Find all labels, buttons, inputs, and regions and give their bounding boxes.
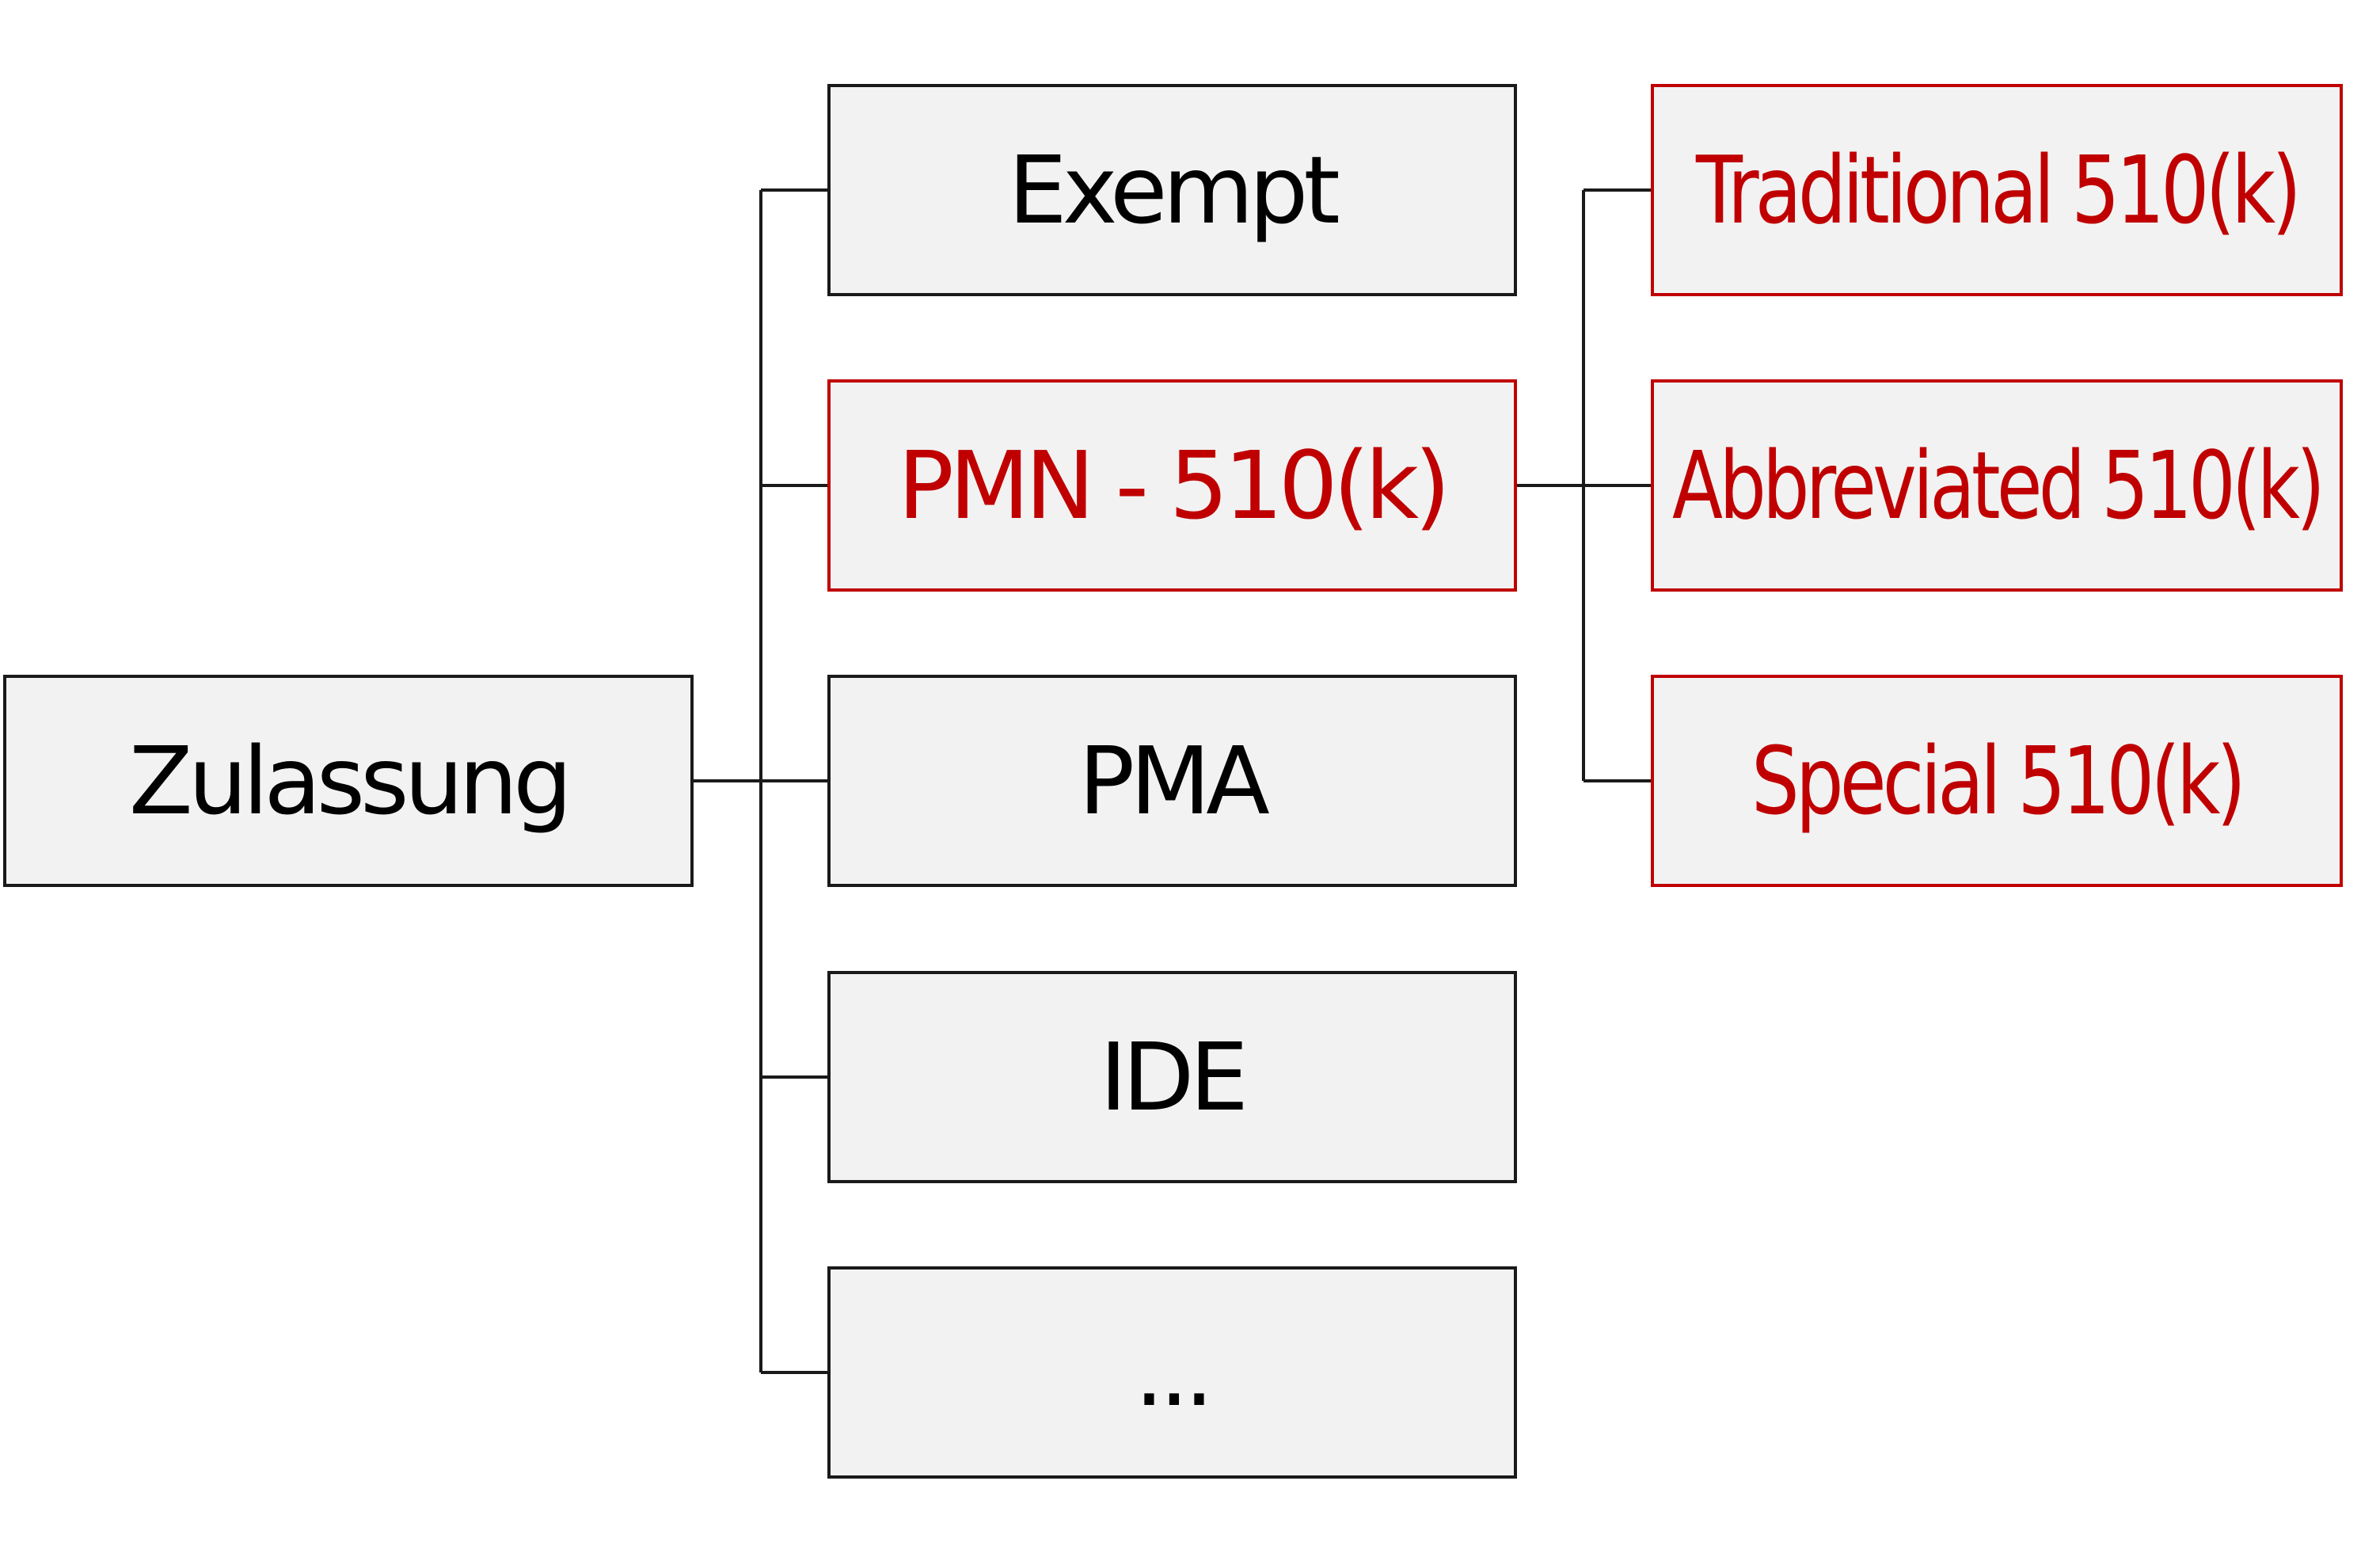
- level2-node-label: Special 510(k): [1751, 726, 2242, 836]
- level1-node-label: Exempt: [1008, 135, 1338, 245]
- level1-node-pma: PMA: [827, 675, 1517, 887]
- level1-node-label: ...: [1135, 1318, 1210, 1427]
- root-node-label: Zulassung: [129, 726, 568, 836]
- level2-node-label: Abbreviated 510(k): [1672, 431, 2321, 540]
- level1-node-more: ...: [827, 1266, 1517, 1479]
- level1-node-label: PMN - 510(k): [898, 431, 1446, 540]
- level2-node-abbreviated: Abbreviated 510(k): [1651, 379, 2343, 592]
- root-connectors: [692, 188, 829, 1374]
- level1-node-label: IDE: [1100, 1022, 1244, 1132]
- level1-node-box: [827, 84, 1517, 296]
- level1-node-box: [827, 1266, 1517, 1479]
- root-node-box: [3, 675, 694, 887]
- level1-node-box: [827, 379, 1517, 592]
- level1-node-box: [827, 675, 1517, 887]
- level1-node-pmn: PMN - 510(k): [827, 379, 1517, 592]
- pmn-connectors: [1515, 188, 1652, 782]
- level2-node-label: Traditional 510(k): [1695, 135, 2298, 245]
- level2-node-special: Special 510(k): [1651, 675, 2343, 887]
- level1-node-label: PMA: [1078, 726, 1269, 836]
- level1-node-exempt: Exempt: [827, 84, 1517, 296]
- level2-node-traditional: Traditional 510(k): [1651, 84, 2343, 296]
- level2-node-box: [1651, 379, 2343, 592]
- level1-node-box: [827, 971, 1517, 1183]
- level2-node-box: [1651, 84, 2343, 296]
- level2-node-box: [1651, 675, 2343, 887]
- root-node-zulassung: Zulassung: [3, 675, 694, 887]
- level1-node-ide: IDE: [827, 971, 1517, 1183]
